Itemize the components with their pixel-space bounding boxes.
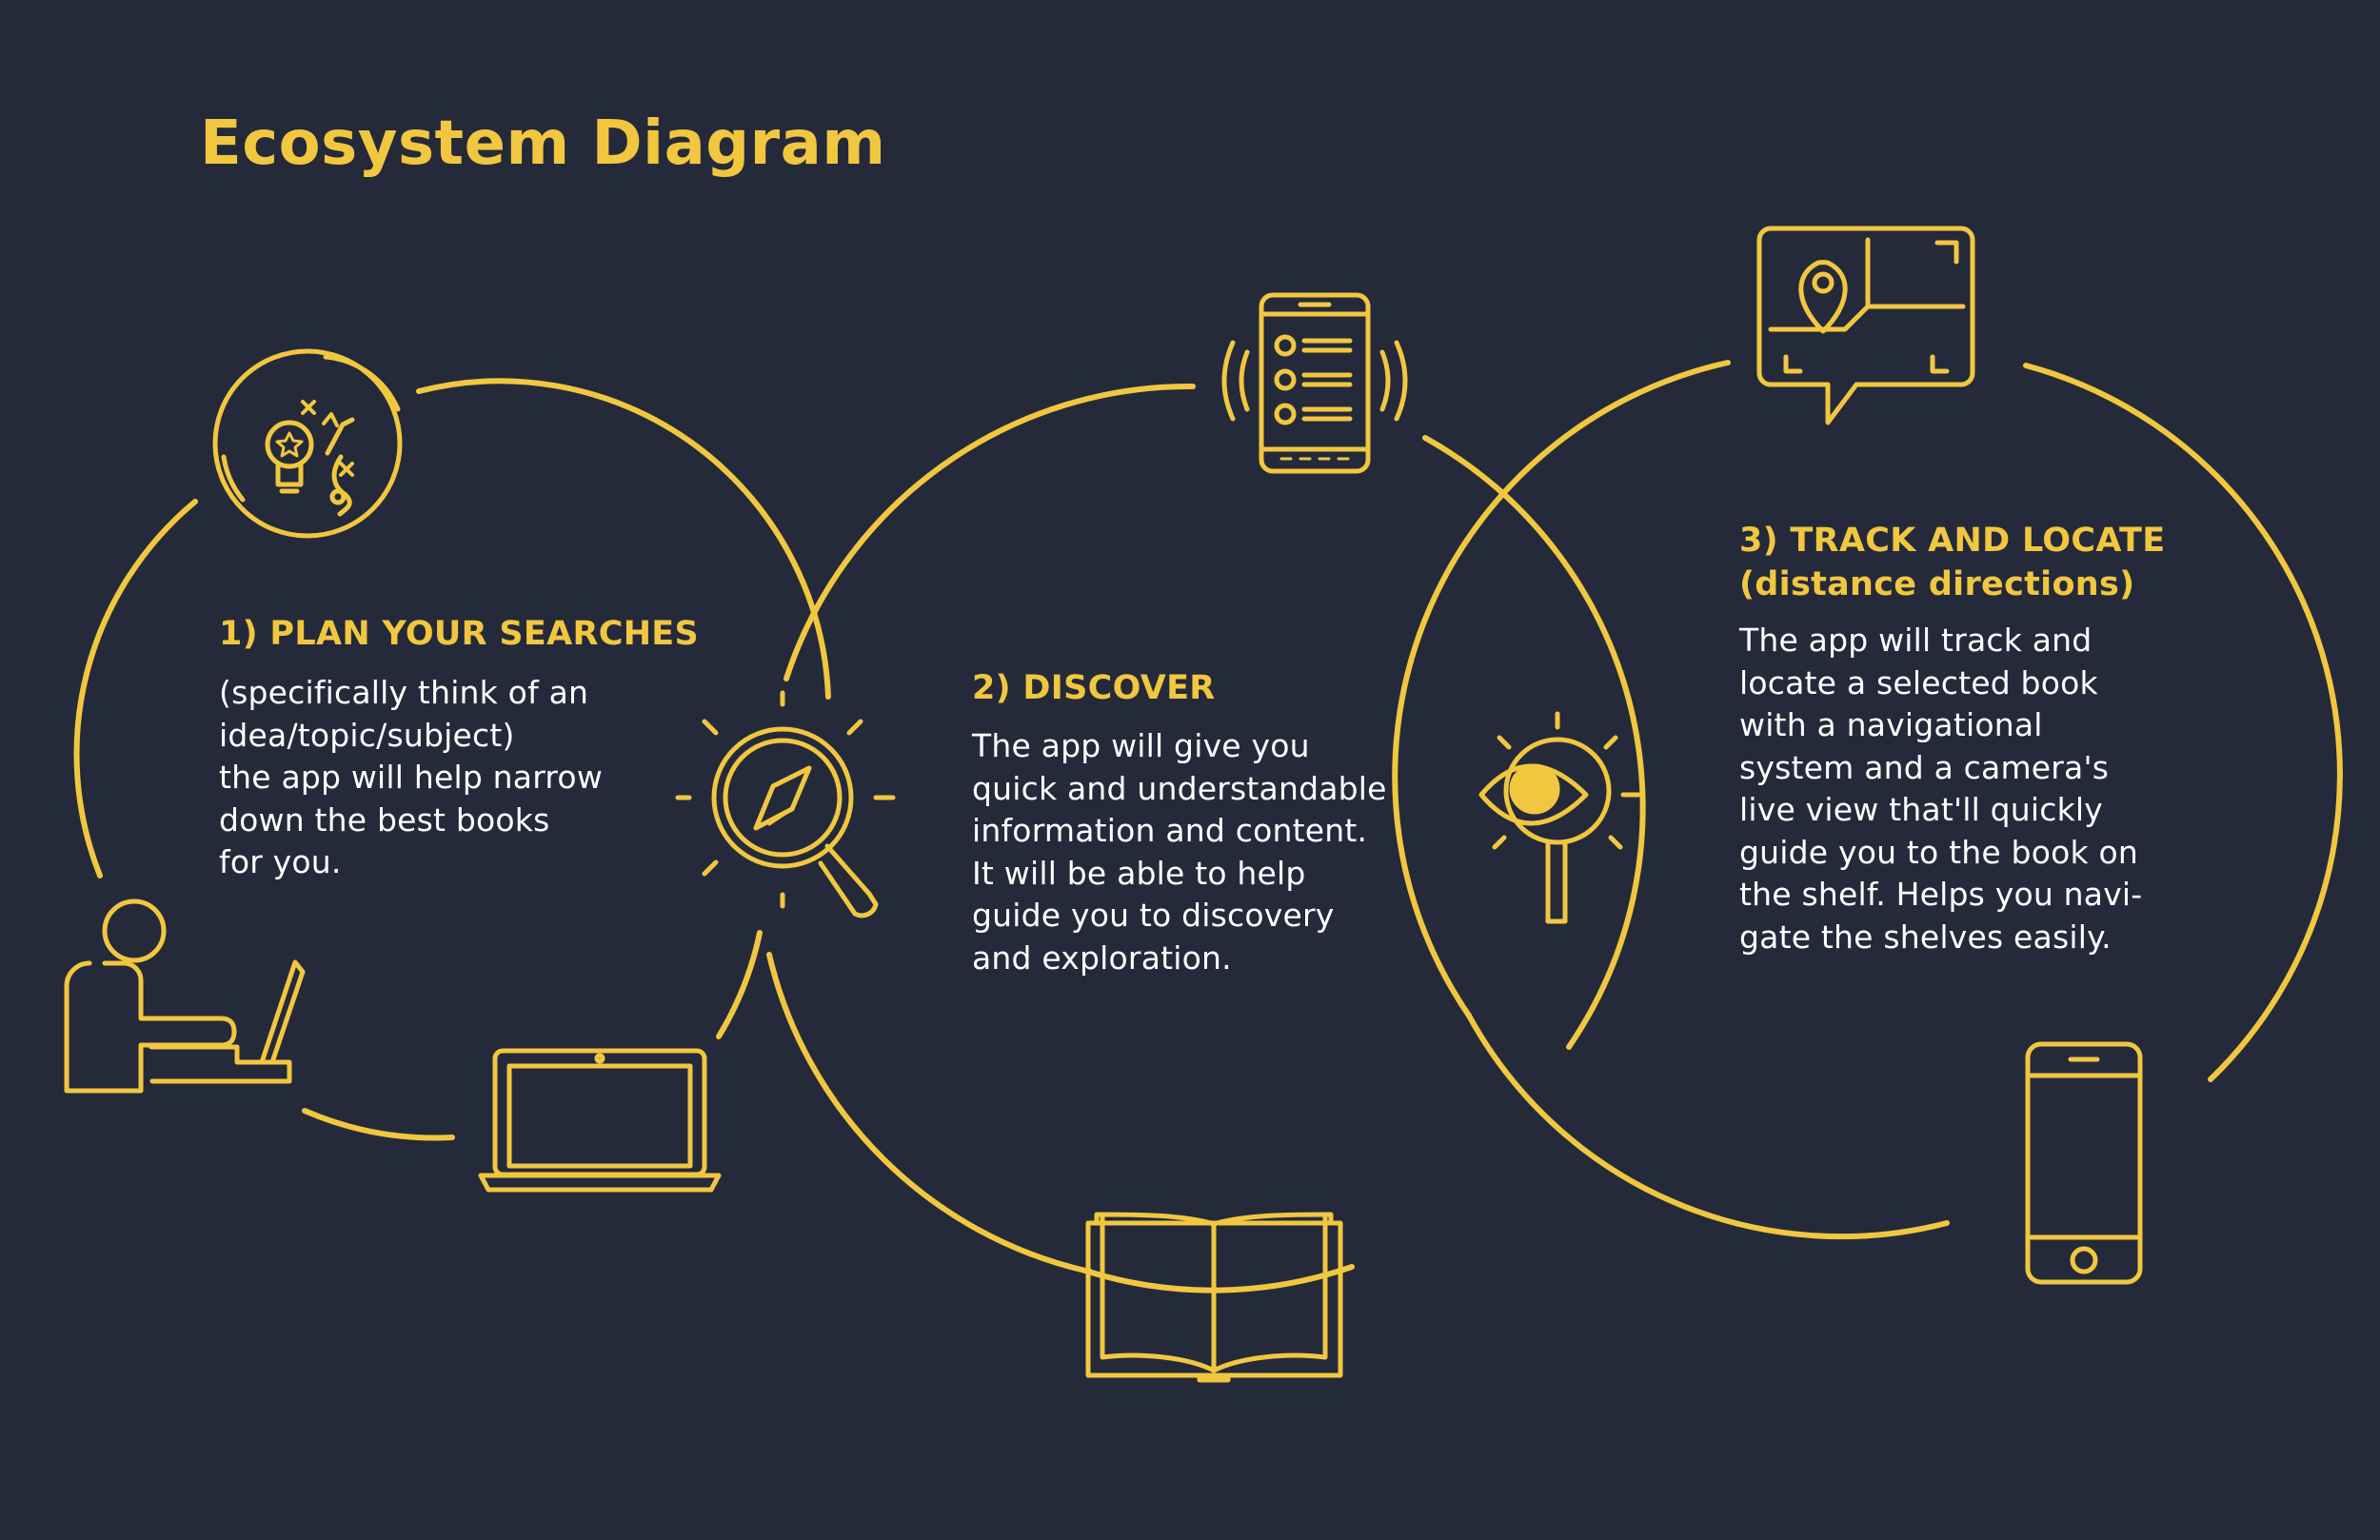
laptop-icon [478,1048,722,1193]
eye-magnifier-icon [1478,711,1641,924]
page-title: Ecosystem Diagram [200,109,886,179]
step-plan-body: (specifically think of an idea/topic/sub… [219,674,604,880]
step-track-body: The app will track and locate a selected… [1739,622,2143,956]
step-discover-heading: 2) DISCOVER [972,669,1216,707]
step-discover-body: The app will give you quick and understa… [972,727,1387,977]
open-book-icon [1085,1212,1343,1383]
person-at-laptop-icon [64,898,306,1094]
circle-track [1392,360,2343,1240]
step-plan-heading: 1) PLAN YOUR SEARCHES [219,615,700,653]
magnifier-compass-icon [675,690,896,918]
smartphone-list-icon [1221,292,1408,474]
map-pin-icon [1756,226,1975,425]
lightbulb-strategy-icon [212,348,403,539]
step-track-heading: 3) TRACK AND LOCATE (distance directions… [1739,522,2166,603]
circle-discover [766,383,1646,1293]
smartphone-icon [2025,1041,2143,1285]
